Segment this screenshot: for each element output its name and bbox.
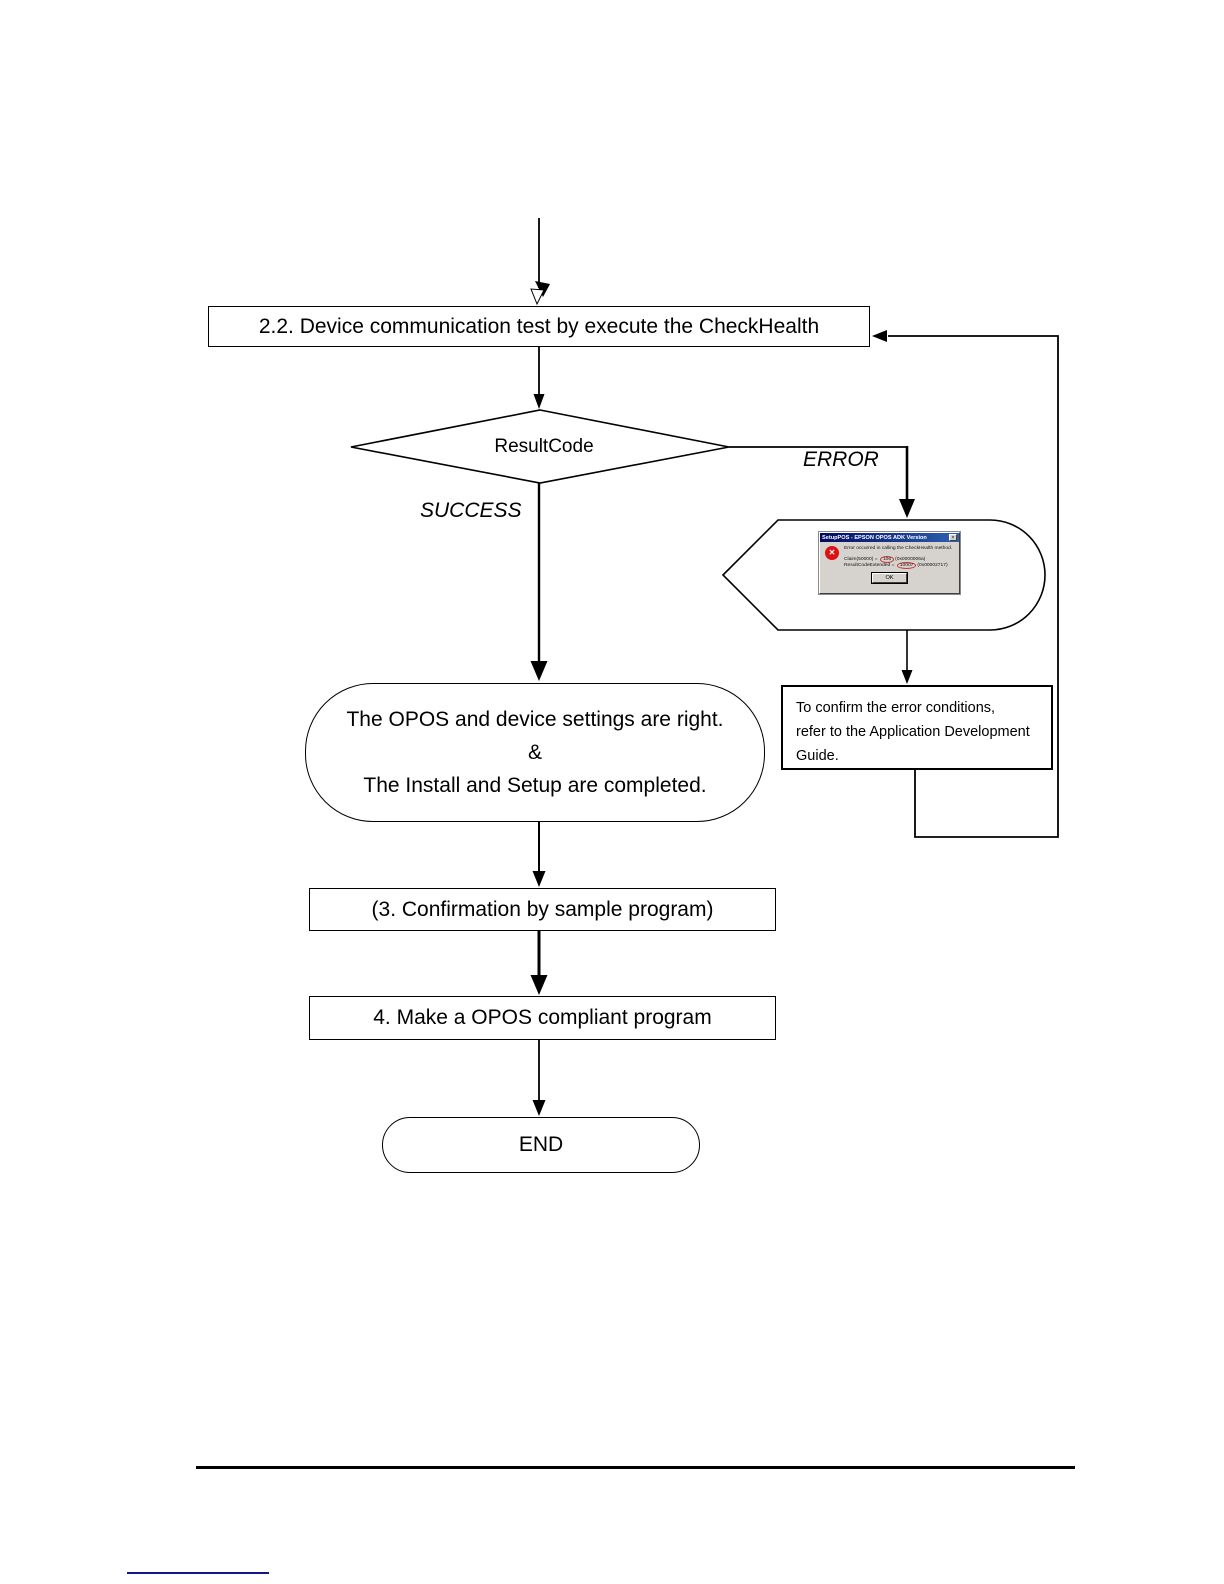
ok-button: OK: [872, 572, 907, 583]
entry-arrow: [530, 218, 550, 306]
connector-step4-to-end: [532, 1040, 546, 1116]
dialog-text-block: Error occurred in calling the CheckHealt…: [844, 546, 952, 570]
close-icon: ×: [949, 534, 957, 541]
dialog-body: ✕ Error occurred in calling the CheckHea…: [820, 542, 959, 570]
feedback-loop-line: [872, 330, 1059, 838]
code2-pre: ResultCodeExtended =: [844, 563, 896, 569]
footer-rule: [196, 1466, 1075, 1469]
footer-link-underline: [127, 1572, 269, 1575]
connector-step1-to-decision: [533, 347, 545, 409]
dialog-code-line-1: Claim(50000) = 106(0x0000006a): [844, 555, 952, 564]
error-note-line: Guide.: [796, 748, 839, 764]
branch-label-success: SUCCESS: [420, 499, 522, 522]
process-box-label: 4. Make a OPOS compliant program: [373, 1006, 712, 1029]
result-terminator-box: The OPOS and device settings are right. …: [305, 683, 765, 822]
connector-display-to-note: [901, 630, 913, 684]
error-dialog-screenshot: SetupPOS - EPSON OPOS ADK Version × ✕ Er…: [819, 532, 960, 594]
result-line-1: The OPOS and device settings are right.: [346, 708, 724, 731]
dialog-code-line-2: ResultCodeExtended = 10007(0x00002717): [844, 562, 952, 570]
end-terminator: END: [382, 1117, 700, 1173]
decision-label: ResultCode: [494, 436, 594, 457]
process-box-label: 2.2. Device communication test by execut…: [258, 314, 820, 338]
process-box-compliant-program: 4. Make a OPOS compliant program: [309, 996, 776, 1040]
dialog-title: SetupPOS - EPSON OPOS ADK Version: [822, 534, 927, 541]
dialog-message: Error occurred in calling the CheckHealt…: [844, 546, 953, 551]
code2-post: (0x00002717): [917, 563, 948, 569]
code2-circled-value: 10007: [896, 562, 917, 570]
dialog-titlebar: SetupPOS - EPSON OPOS ADK Version ×: [820, 533, 959, 542]
error-note-line: refer to the Application Development: [796, 724, 1030, 740]
code1-pre: Claim(50000) =: [844, 556, 879, 562]
connector-step3-to-step4: [530, 931, 548, 995]
code1-circled-value: 106: [879, 555, 895, 563]
code1-post: (0x0000006a): [895, 556, 926, 562]
process-box-communication-test: 2.2. Device communication test by execut…: [208, 306, 870, 347]
error-note-line: To confirm the error conditions,: [796, 700, 996, 716]
connector-error-branch: [729, 446, 915, 518]
error-icon: ✕: [825, 546, 839, 560]
result-line-3: The Install and Setup are completed.: [363, 774, 707, 797]
connector-success-branch: [530, 483, 548, 681]
error-note-box: To confirm the error conditions, refer t…: [781, 685, 1053, 770]
process-box-label: (3. Confirmation by sample program): [371, 897, 714, 921]
end-label: END: [518, 1133, 564, 1156]
process-box-sample-program: (3. Confirmation by sample program): [309, 888, 776, 931]
connector-result-to-step3: [532, 822, 546, 887]
result-line-2: &: [527, 741, 542, 764]
branch-label-error: ERROR: [803, 448, 879, 471]
